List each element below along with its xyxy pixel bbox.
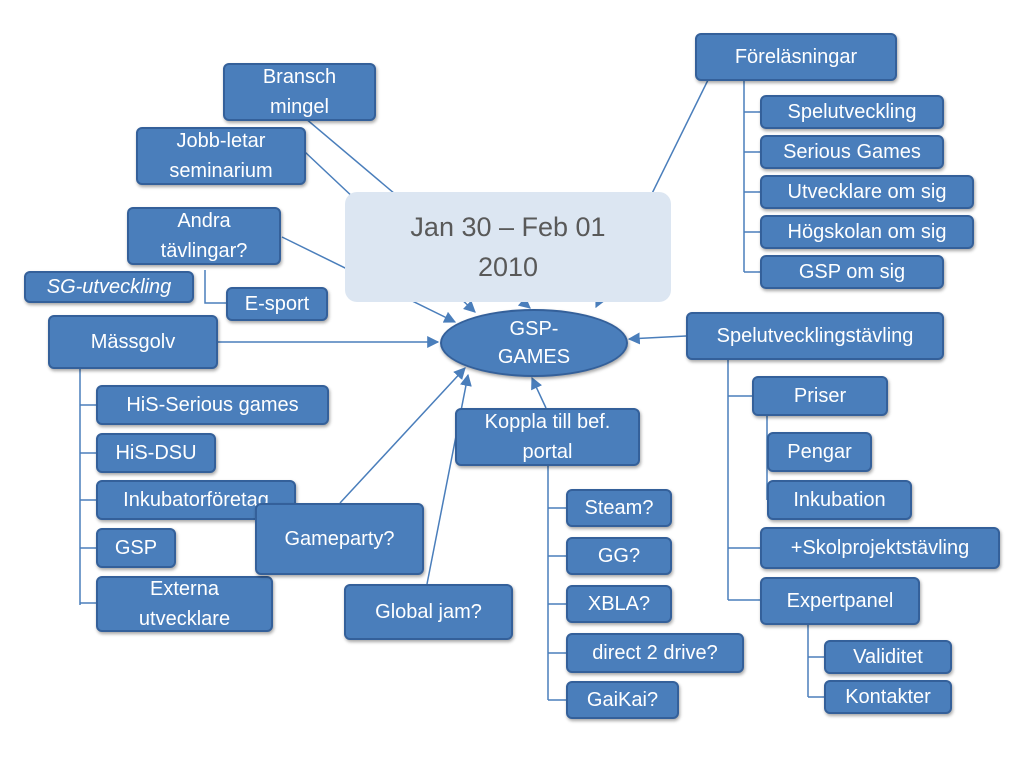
node-jobb-letar: Jobb-letar seminarium xyxy=(136,127,306,185)
node-expertpanel: Expertpanel xyxy=(760,577,920,625)
node-global-jam: Global jam? xyxy=(344,584,513,640)
arrow-koppla xyxy=(531,376,547,409)
node-his-serious: HiS-Serious games xyxy=(96,385,329,425)
node-spelutvecklingstavling: Spelutvecklingstävling xyxy=(686,312,944,360)
date-panel: Jan 30 – Feb 01 2010 xyxy=(345,192,671,302)
node-priser: Priser xyxy=(752,376,888,416)
node-pengar: Pengar xyxy=(767,432,872,472)
hub-gsp-games: GSP- GAMES xyxy=(440,309,628,377)
arrow-spelutv xyxy=(627,332,687,345)
node-gg: GG? xyxy=(566,537,672,575)
node-his-dsu: HiS-DSU xyxy=(96,433,216,473)
node-bransch-mingel: Bransch mingel xyxy=(223,63,376,121)
node-spelutveckling: Spelutveckling xyxy=(760,95,944,129)
node-koppla: Koppla till bef. portal xyxy=(455,408,640,466)
node-direct2drive: direct 2 drive? xyxy=(566,633,744,673)
node-validitet: Validitet xyxy=(824,640,952,674)
node-skolprojekt: +Skolprojektstävling xyxy=(760,527,1000,569)
date-year: 2010 xyxy=(477,252,539,282)
node-steam: Steam? xyxy=(566,489,672,527)
node-hogskolan-om-sig: Högskolan om sig xyxy=(760,215,974,249)
node-sg-utveckling: SG-utveckling xyxy=(24,271,194,303)
node-e-sport: E-sport xyxy=(226,287,328,321)
node-kontakter: Kontakter xyxy=(824,680,952,714)
node-massgolv: Mässgolv xyxy=(48,315,218,369)
arrow-gameparty xyxy=(339,367,466,504)
node-inkubation: Inkubation xyxy=(767,480,912,520)
date-range: Jan 30 – Feb 01 xyxy=(410,212,606,242)
node-gaikai: GaiKai? xyxy=(566,681,679,719)
node-gameparty: Gameparty? xyxy=(255,503,424,575)
node-externa: Externa utvecklare xyxy=(96,576,273,632)
node-utvecklare-om-sig: Utvecklare om sig xyxy=(760,175,974,209)
node-serious-games: Serious Games xyxy=(760,135,944,169)
node-gsp-om-sig: GSP om sig xyxy=(760,255,944,289)
node-xbla: XBLA? xyxy=(566,585,672,623)
node-andra-tavlingar: Andra tävlingar? xyxy=(127,207,281,265)
arrow-globaljam xyxy=(426,373,472,585)
node-gsp: GSP xyxy=(96,528,176,568)
node-forelasningar: Föreläsningar xyxy=(695,33,897,81)
